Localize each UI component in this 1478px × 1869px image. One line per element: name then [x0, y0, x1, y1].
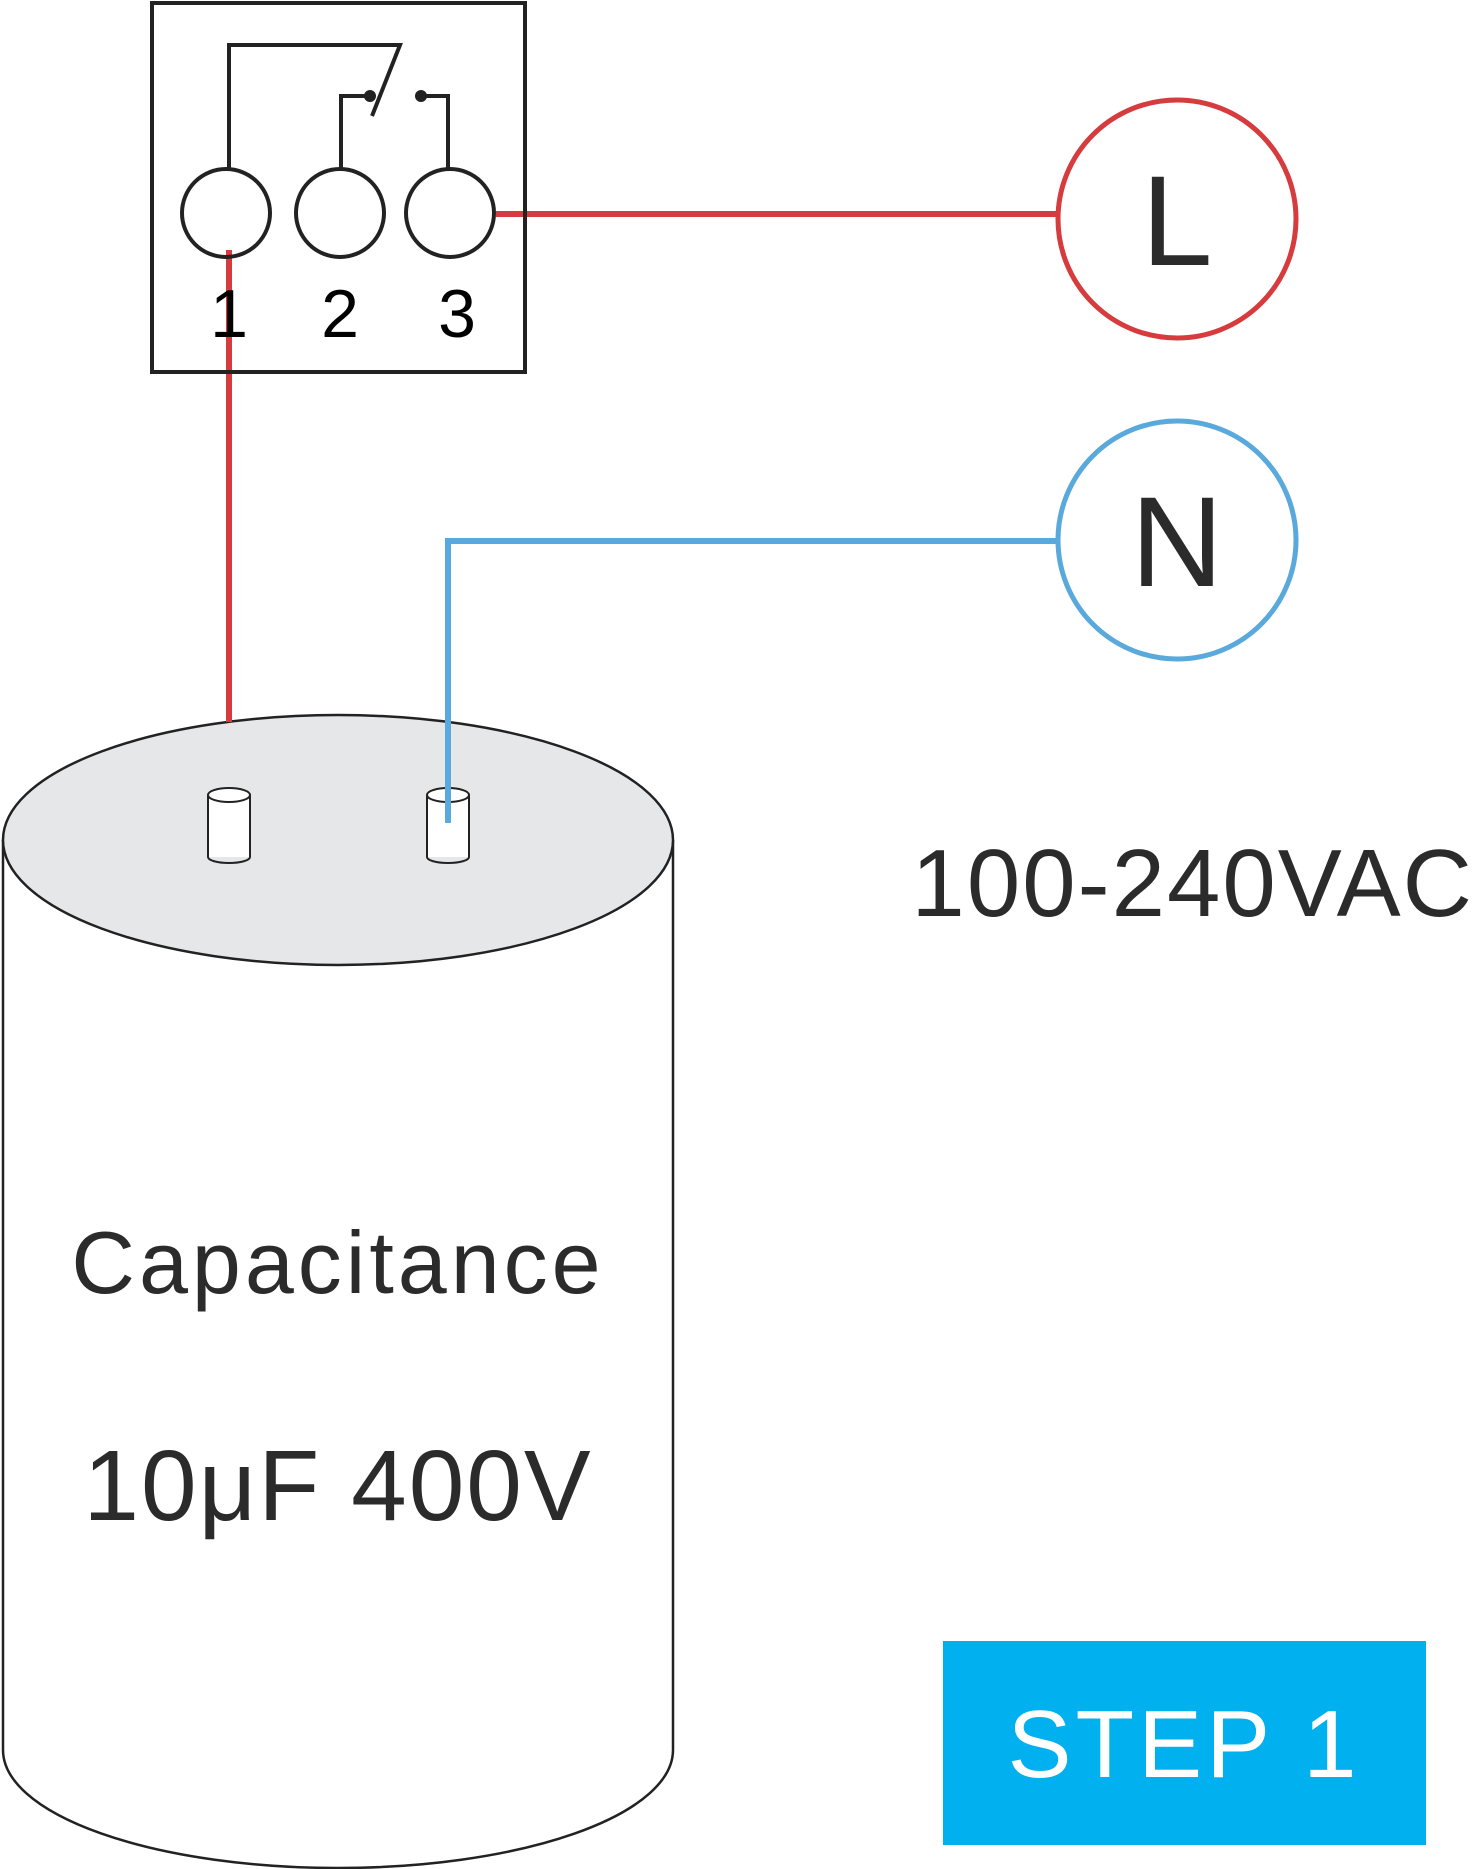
internal-wire-terminal1 — [227, 43, 403, 170]
neutral-circle — [1055, 418, 1299, 662]
switch-box-frame — [150, 1, 527, 374]
capacitor: Capacitance 10μF 400V — [1, 713, 675, 1869]
terminal-2-label: 2 — [321, 276, 359, 352]
terminal-1 — [180, 167, 272, 259]
neutral-label: N — [1131, 471, 1223, 614]
line-circle — [1055, 97, 1299, 341]
capacitor-rating: 10μF 400V — [83, 1430, 592, 1542]
contact-dot-right — [415, 90, 427, 102]
capacitor-terminal-left — [207, 787, 251, 864]
switch-box: 1 2 3 — [150, 1, 527, 374]
internal-wire-terminal3 — [421, 94, 450, 170]
capacitor-body — [1, 840, 675, 1869]
terminal-3 — [404, 167, 496, 259]
step-badge: STEP 1 — [943, 1641, 1426, 1845]
step-badge-background — [943, 1641, 1426, 1845]
capacitor-title: Capacitance — [71, 1213, 604, 1312]
terminal-3-label: 3 — [438, 276, 476, 352]
terminal-2 — [294, 167, 386, 259]
wire-blue-N-to-capacitor — [445, 538, 1057, 823]
capacitor-top — [1, 713, 675, 967]
line-label: L — [1141, 150, 1212, 293]
supply-voltage-label: 100-240VAC — [911, 830, 1474, 937]
terminal-1-label: 1 — [210, 276, 248, 352]
internal-wire-terminal2 — [339, 94, 370, 170]
neutral-terminal: N — [1055, 418, 1299, 662]
line-terminal: L — [1055, 97, 1299, 341]
step-badge-label: STEP 1 — [1007, 1691, 1360, 1798]
contact-dot-left — [364, 90, 376, 102]
